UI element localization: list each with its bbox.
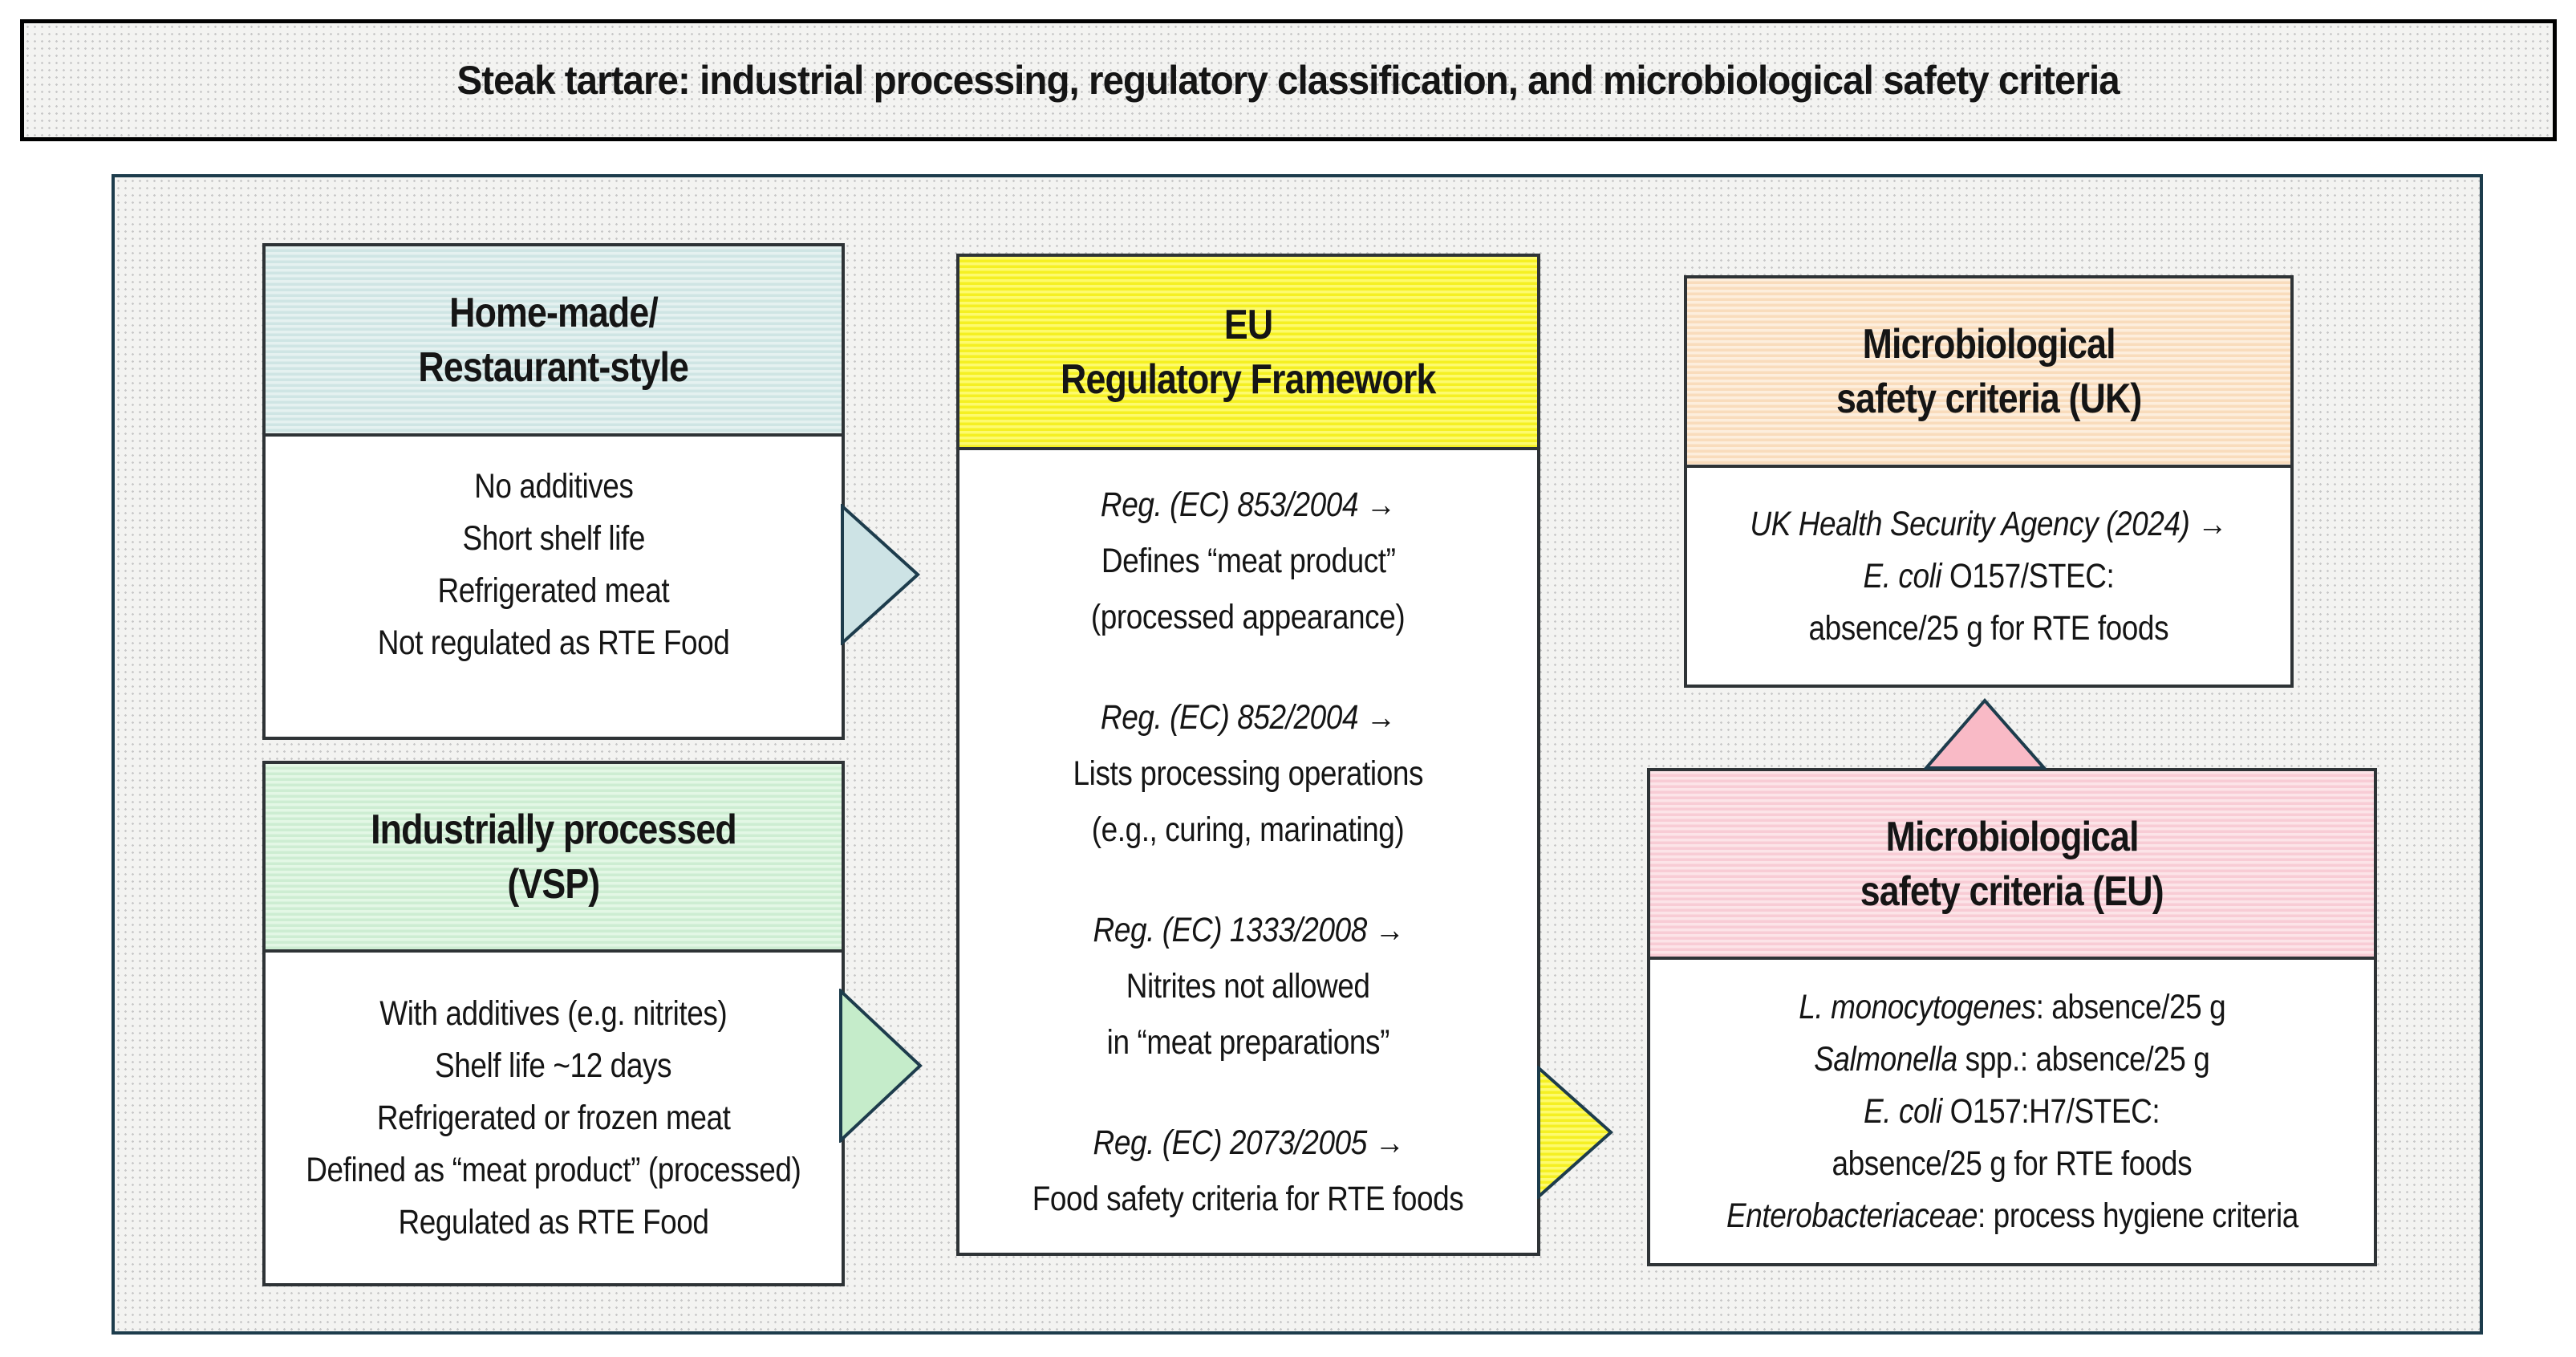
box-micro-safety-eu: Microbiological safety criteria (EU) L. … — [1647, 768, 2377, 1266]
header-line: (VSP) — [507, 860, 601, 908]
text-line: No additives — [473, 467, 634, 506]
text-line: in “meat preparations” — [1106, 1022, 1390, 1062]
text-line: Lists processing operations — [1073, 754, 1424, 793]
box-micro-safety-uk-body: UK Health Security Agency (2024) → E. co… — [1687, 468, 2290, 685]
arrow-right-icon — [839, 989, 923, 1143]
text-line: Food safety criteria for RTE foods — [1032, 1179, 1464, 1218]
page-title: Steak tartare: industrial processing, re… — [456, 58, 2120, 103]
header-line: Industrially processed — [371, 806, 737, 853]
box-home-made-body: No additives Short shelf life Refrigerat… — [266, 437, 842, 737]
header-line: safety criteria (UK) — [1836, 376, 2142, 422]
header-line: Restaurant-style — [418, 343, 690, 391]
title-bar: Steak tartare: industrial processing, re… — [20, 19, 2557, 141]
header-line: Microbiological — [1862, 321, 2116, 368]
text-line: Nitrites not allowed — [1126, 966, 1370, 1006]
text-line: Enterobacteriaceae: process hygiene crit… — [1726, 1196, 2298, 1235]
box-micro-safety-eu-header: Microbiological safety criteria (EU) — [1650, 771, 2374, 960]
text-line: Shelf life ~12 days — [435, 1046, 672, 1085]
regulation-entry: Reg. (EC) 2073/2005 → Food safety criter… — [997, 1115, 1499, 1227]
text-line: With additives (e.g. nitrites) — [379, 993, 728, 1033]
text-line: Not regulated as RTE Food — [377, 624, 730, 662]
text-line: Short shelf life — [462, 519, 645, 558]
header-line: EU — [1223, 301, 1273, 348]
box-micro-safety-uk: Microbiological safety criteria (UK) UK … — [1684, 275, 2294, 688]
header-line: Microbiological — [1885, 813, 2139, 860]
box-industrially-processed-header: Industrially processed (VSP) — [266, 764, 842, 953]
regulation-entry: Reg. (EC) 852/2004 → Lists processing op… — [1045, 689, 1452, 858]
text-line: E. coli O157/STEC: — [1863, 556, 2115, 595]
arrow-up-icon — [1924, 698, 2047, 770]
text-line: Reg. (EC) 1333/2008 → — [1093, 910, 1404, 949]
box-home-made: Home-made/ Restaurant-style No additives… — [262, 243, 845, 740]
text-line: L. monocytogenes: absence/25 g — [1799, 987, 2225, 1026]
text-line: Refrigerated meat — [437, 571, 670, 610]
text-line: Refrigerated or frozen meat — [376, 1098, 731, 1137]
text-line: UK Health Security Agency (2024) → — [1750, 504, 2228, 543]
text-line: Regulated as RTE Food — [398, 1202, 709, 1241]
text-line: Salmonella spp.: absence/25 g — [1814, 1039, 2210, 1079]
box-micro-safety-eu-body: L. monocytogenes: absence/25 g Salmonell… — [1650, 960, 2374, 1263]
text-line: Defines “meat product” — [1101, 541, 1396, 580]
box-home-made-header: Home-made/ Restaurant-style — [266, 246, 842, 437]
header-line: safety criteria (EU) — [1860, 867, 2164, 915]
text-line: absence/25 g for RTE foods — [1832, 1144, 2193, 1183]
text-line: Reg. (EC) 2073/2005 → — [1093, 1123, 1404, 1162]
box-eu-regulatory-framework-body: Reg. (EC) 853/2004 → Defines “meat produ… — [959, 450, 1537, 1253]
regulation-entry: Reg. (EC) 1333/2008 → Nitrites not allow… — [1068, 902, 1430, 1071]
text-line: absence/25 g for RTE foods — [1808, 608, 2169, 648]
regulation-entry: Reg. (EC) 853/2004 → Defines “meat produ… — [1065, 477, 1430, 645]
box-micro-safety-uk-header: Microbiological safety criteria (UK) — [1687, 278, 2290, 468]
box-industrially-processed-body: With additives (e.g. nitrites) Shelf lif… — [266, 953, 842, 1283]
header-line: Home-made/ — [449, 289, 659, 336]
text-line: E. coli O157:H7/STEC: — [1864, 1091, 2160, 1131]
text-line: (e.g., curing, marinating) — [1092, 810, 1405, 849]
arrow-right-icon — [841, 504, 920, 645]
arrow-right-icon — [1537, 1066, 1613, 1199]
text-line: Reg. (EC) 852/2004 → — [1101, 697, 1396, 737]
text-line: (processed appearance) — [1091, 597, 1406, 636]
header-line: Regulatory Framework — [1061, 356, 1436, 403]
text-line: Defined as “meat product” (processed) — [306, 1150, 801, 1189]
diagram-frame: Home-made/ Restaurant-style No additives… — [112, 174, 2483, 1335]
box-eu-regulatory-framework: EU Regulatory Framework Reg. (EC) 853/20… — [956, 254, 1540, 1256]
box-industrially-processed: Industrially processed (VSP) With additi… — [262, 761, 845, 1286]
box-eu-regulatory-framework-header: EU Regulatory Framework — [959, 257, 1537, 450]
text-line: Reg. (EC) 853/2004 → — [1101, 485, 1396, 524]
